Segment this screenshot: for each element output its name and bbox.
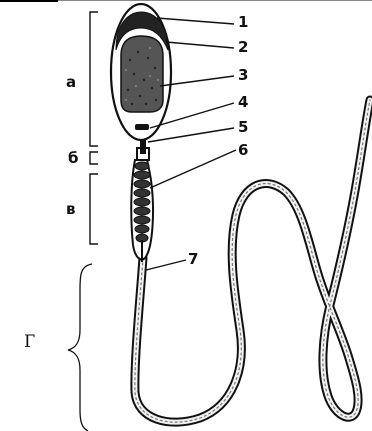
label-4: 4 — [238, 95, 248, 110]
brace-g — [68, 264, 92, 431]
section-g-label: Г — [24, 334, 35, 351]
bracket-a — [90, 12, 98, 146]
midpiece — [131, 160, 153, 262]
section-v-label: в — [66, 202, 76, 217]
label-2: 2 — [238, 40, 248, 55]
neck — [137, 140, 149, 160]
bracket-v — [90, 174, 98, 244]
head — [111, 4, 171, 140]
label-5: 5 — [238, 120, 248, 135]
bracket-b — [90, 152, 98, 164]
label-1: 1 — [238, 15, 248, 30]
label-7: 7 — [188, 252, 198, 267]
label-6: 6 — [238, 143, 248, 158]
label-3: 3 — [238, 68, 248, 83]
section-b-label: б — [68, 151, 78, 166]
tail — [135, 100, 370, 422]
section-a-label: а — [66, 75, 76, 90]
